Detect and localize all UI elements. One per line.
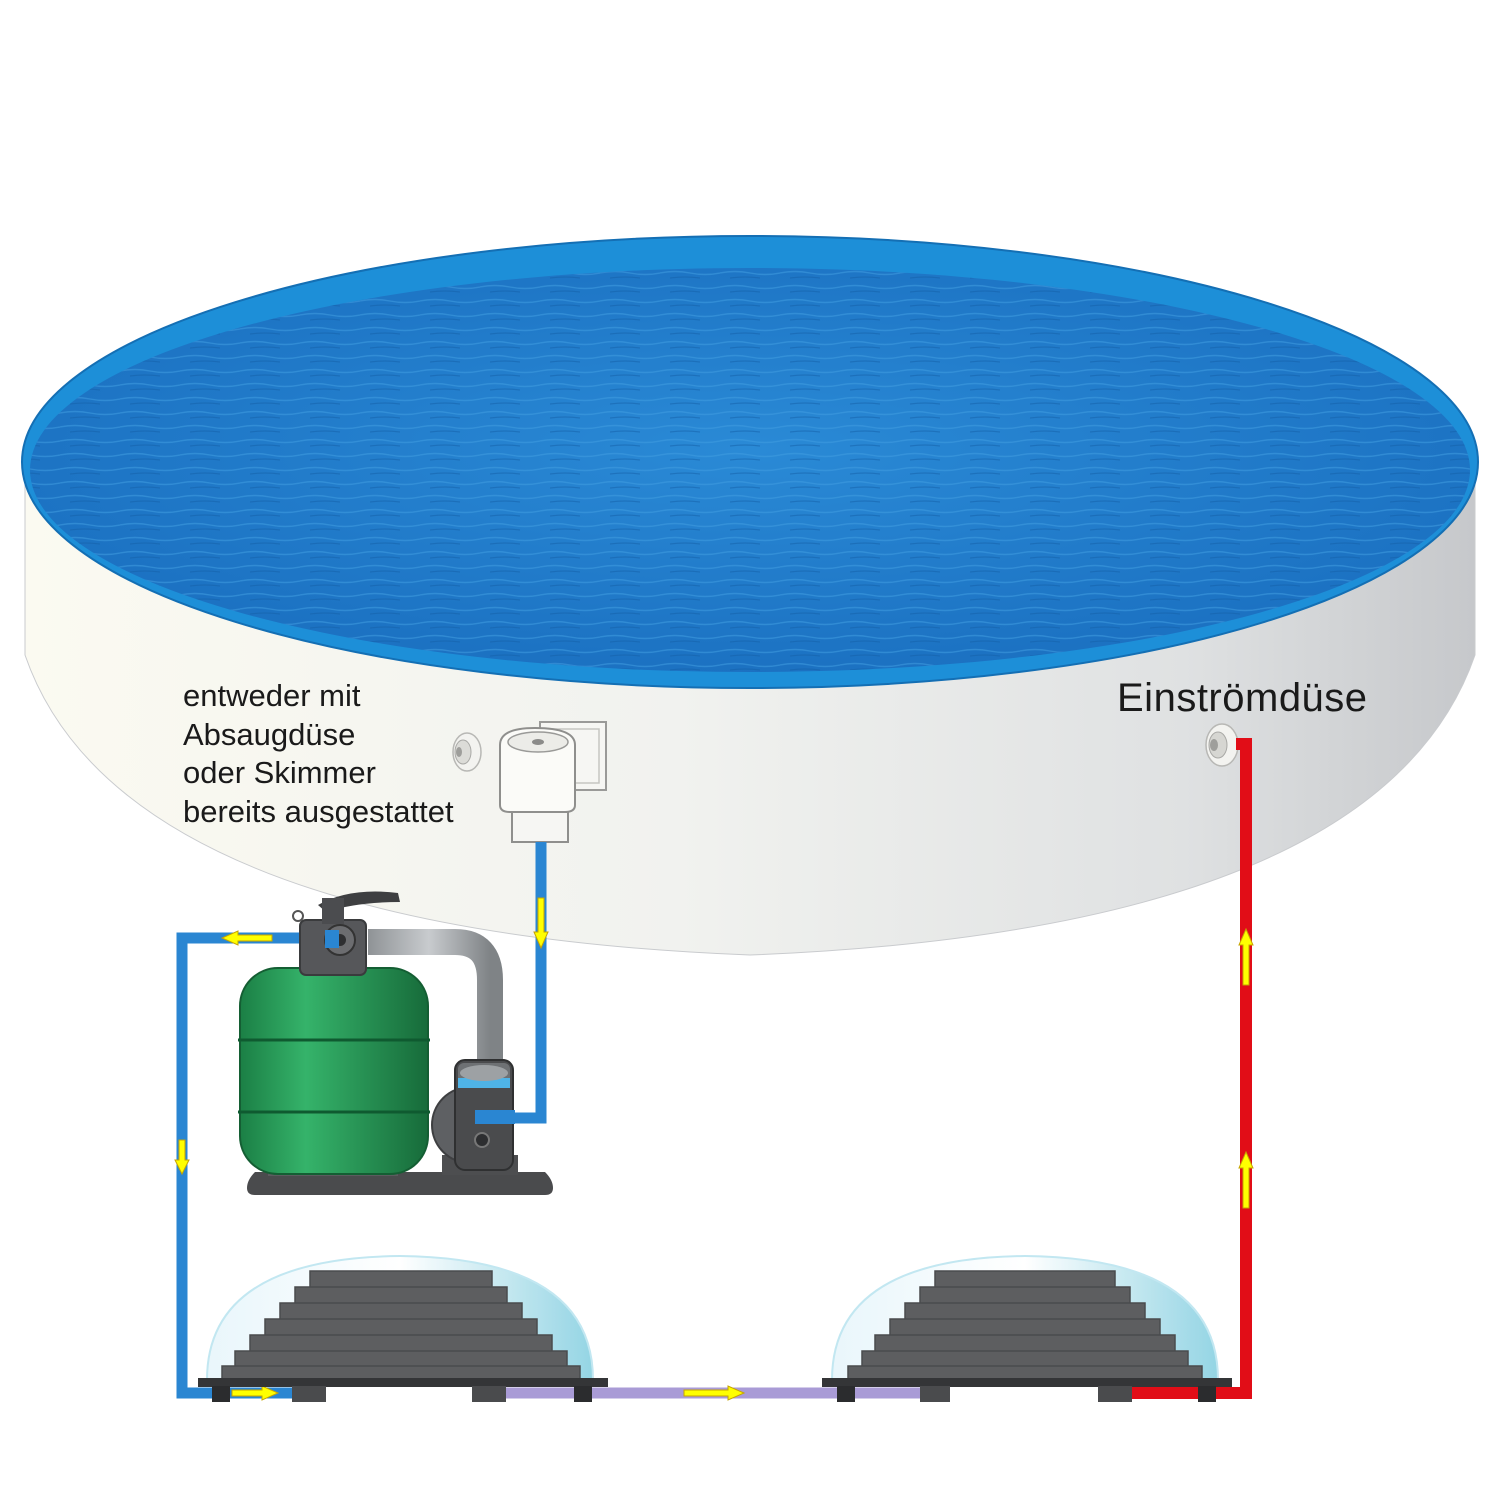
solar-collector-icon (221, 1270, 581, 1383)
pump-filter-hose (368, 929, 503, 1070)
skimmer-note-line: bereits ausgestattet (183, 793, 454, 829)
skimmer-note: entweder mit Absaugdüse oder Skimmer ber… (183, 677, 454, 831)
inlet-nozzle-label: Einströmdüse (1117, 676, 1368, 720)
heated-return-pipe (1125, 738, 1252, 1399)
solar-collector-icon (847, 1270, 1203, 1383)
filter-pump-unit (238, 891, 553, 1195)
inlet-nozzle (1205, 723, 1239, 767)
sand-filter-icon (238, 891, 430, 1175)
pump-icon (431, 1059, 518, 1175)
solar-collector-1 (198, 1254, 608, 1402)
skimmer-note-line: Absaugdüse (183, 716, 356, 752)
filter-base (247, 1172, 553, 1195)
pool (21, 235, 1479, 956)
solar-collector-2 (822, 1254, 1232, 1402)
skimmer-note-line: entweder mit (183, 678, 361, 713)
pool-water-ripples (30, 268, 1470, 672)
flow-arrow-icon (174, 897, 1254, 1401)
suction-nozzle (452, 732, 482, 772)
skimmer-note-line: oder Skimmer (183, 755, 376, 790)
skimmer-icon (499, 721, 607, 843)
